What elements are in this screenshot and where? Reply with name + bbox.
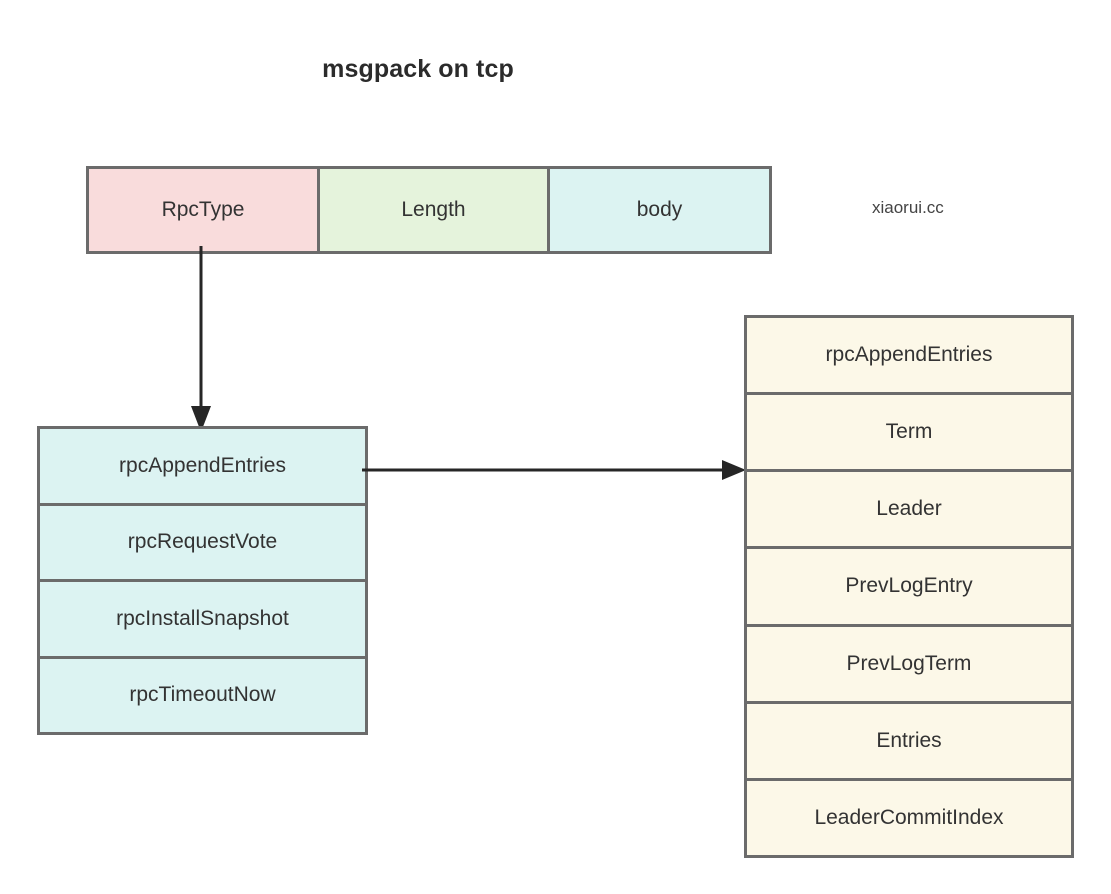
field-row-leader-commit-index[interactable]: LeaderCommitIndex	[747, 777, 1071, 855]
rpc-types-box: rpcAppendEntries rpcRequestVote rpcInsta…	[37, 426, 368, 735]
field-label: Leader	[876, 497, 942, 521]
rpc-type-label: rpcAppendEntries	[119, 453, 286, 477]
page-title: msgpack on tcp	[322, 55, 514, 83]
connector-rpctype-to-rpc-types	[191, 246, 211, 432]
field-row-rpc-append-entries[interactable]: rpcAppendEntries	[747, 318, 1071, 393]
packet-cell-body-label: body	[636, 198, 683, 221]
append-entries-fields-box: rpcAppendEntries Term Leader PrevLogEntr…	[744, 315, 1074, 858]
connector-rpc-append-entries-to-fields	[362, 460, 746, 480]
field-label: Entries	[876, 728, 942, 752]
field-row-prev-log-entry[interactable]: PrevLogEntry	[747, 546, 1071, 624]
field-row-leader[interactable]: Leader	[747, 469, 1071, 547]
packet-cell-rpctype: RpcType	[89, 169, 317, 251]
rpc-type-row-request-vote[interactable]: rpcRequestVote	[40, 502, 365, 579]
rpc-type-row-install-snapshot[interactable]: rpcInstallSnapshot	[40, 579, 365, 656]
rpc-type-row-timeout-now[interactable]: rpcTimeoutNow	[40, 655, 365, 732]
packet-cell-length-label: Length	[401, 198, 466, 221]
packet-cell-rpctype-label: RpcType	[161, 198, 245, 221]
rpc-type-label: rpcInstallSnapshot	[116, 606, 289, 630]
field-label: PrevLogTerm	[846, 651, 972, 675]
field-label: Term	[885, 420, 933, 444]
field-label: rpcAppendEntries	[825, 343, 993, 367]
field-row-term[interactable]: Term	[747, 392, 1071, 470]
field-label: PrevLogEntry	[845, 574, 973, 598]
field-label: LeaderCommitIndex	[814, 805, 1004, 829]
field-row-prev-log-term[interactable]: PrevLogTerm	[747, 623, 1071, 701]
rpc-type-row-append-entries[interactable]: rpcAppendEntries	[40, 429, 365, 503]
rpc-type-label: rpcRequestVote	[127, 530, 278, 554]
packet-cell-body: body	[547, 169, 769, 251]
watermark-label: xiaorui.cc	[872, 198, 944, 217]
field-row-entries[interactable]: Entries	[747, 700, 1071, 778]
packet-cell-length: Length	[317, 169, 547, 251]
rpc-type-label: rpcTimeoutNow	[129, 683, 276, 707]
packet-layout-bar: RpcType Length body	[86, 166, 772, 254]
